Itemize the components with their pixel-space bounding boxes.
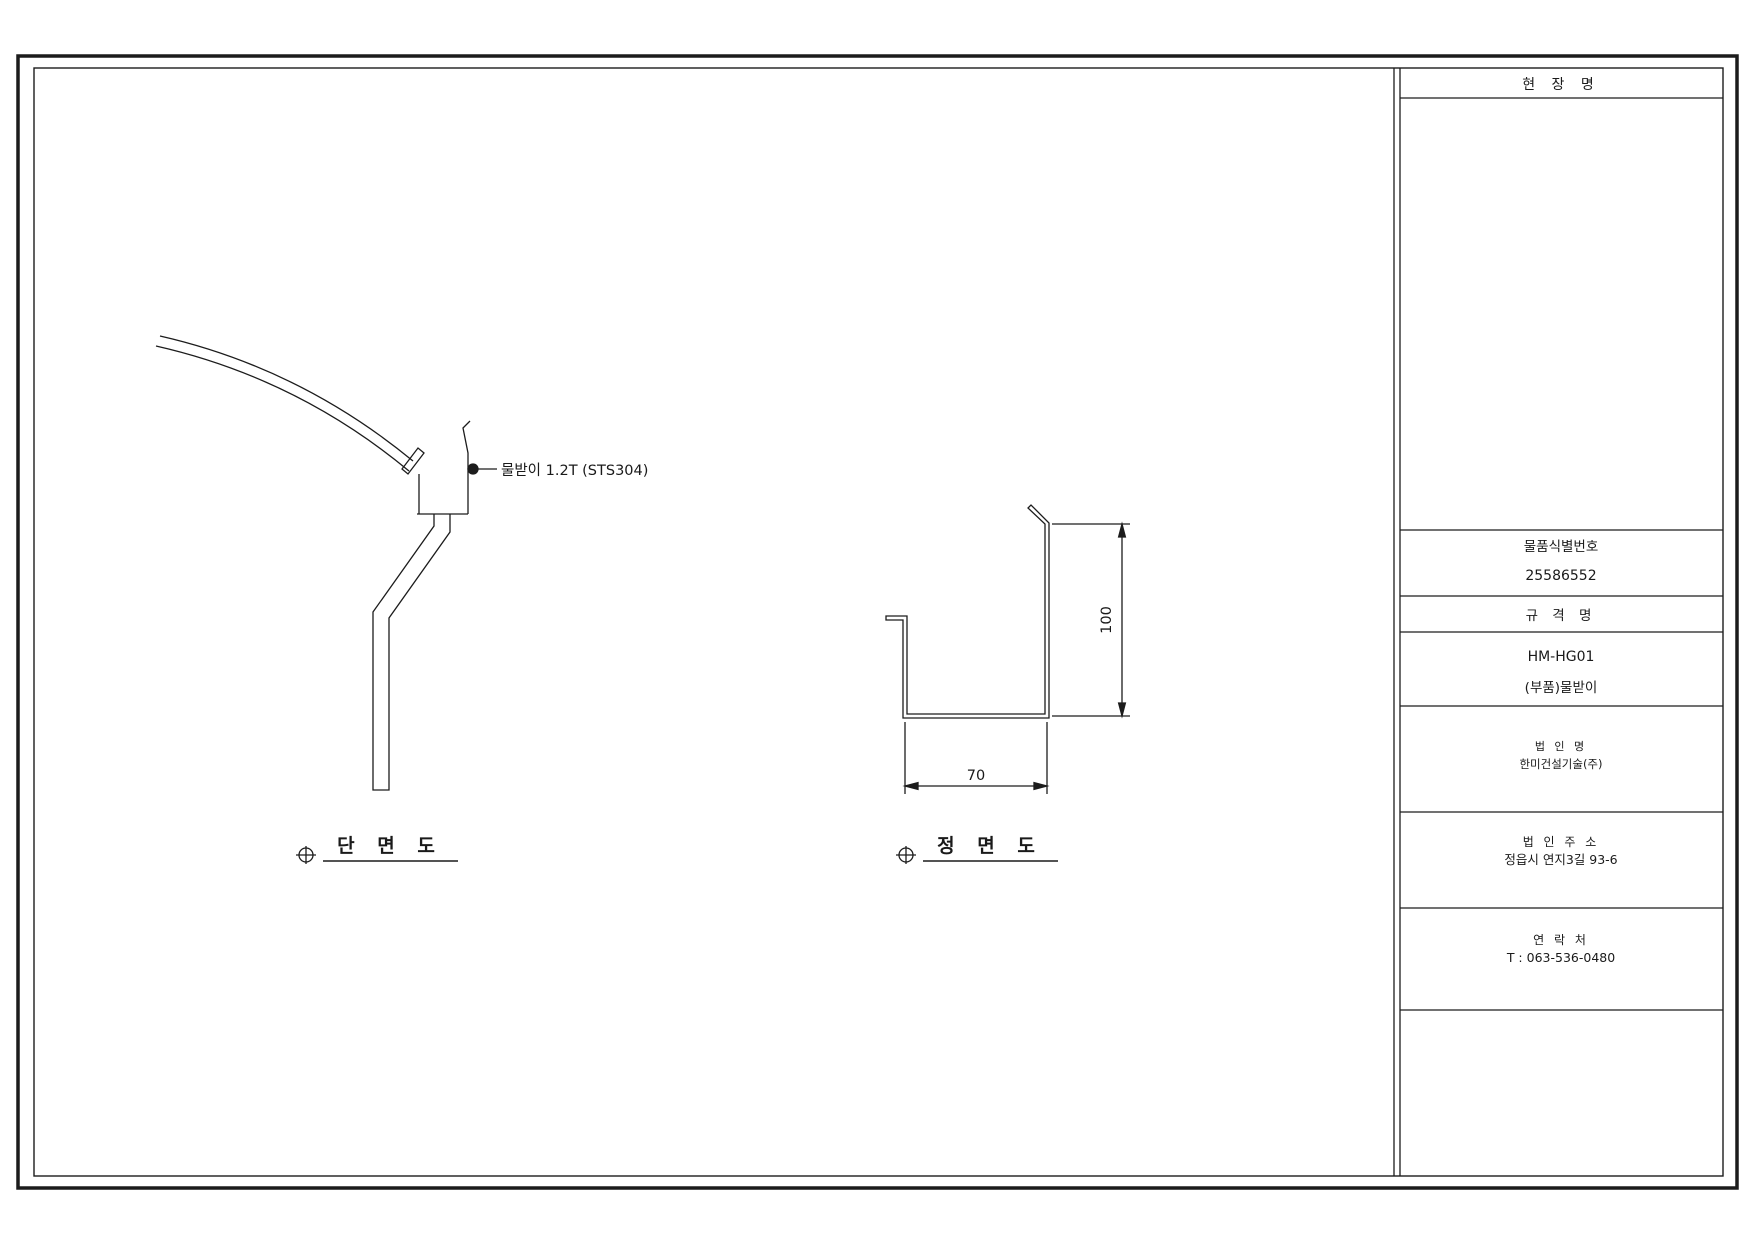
site-name-value-area bbox=[1400, 98, 1723, 530]
gutter-profile bbox=[417, 420, 471, 515]
contact-value: T : 063-536-0480 bbox=[1506, 950, 1615, 965]
sheet-inner-border bbox=[33, 67, 1724, 1177]
section-view-title: 단 면 도 bbox=[337, 835, 443, 857]
company-label: 법 인 명 bbox=[1535, 740, 1587, 753]
downpipe-profile bbox=[372, 514, 451, 791]
address-value: 정읍시 연지3길 93-6 bbox=[1504, 852, 1617, 867]
item-id-value: 25586552 bbox=[1525, 568, 1596, 584]
dim-width-arrow-left bbox=[902, 781, 919, 791]
dim-height-value: 100 bbox=[1099, 606, 1115, 634]
front-view-title: 정 면 도 bbox=[937, 835, 1043, 857]
dim-height-arrow-bottom bbox=[1117, 702, 1127, 719]
gutter-annotation: 물받이 1.2T (STS304) bbox=[501, 462, 648, 479]
company-value: 한미건설기술(주) bbox=[1519, 757, 1602, 771]
channel-profile bbox=[885, 504, 1050, 719]
sheet-outer-border bbox=[16, 54, 1739, 1190]
annotation-dot bbox=[467, 463, 479, 475]
roof-panel-end-cap bbox=[401, 447, 425, 475]
dim-height-arrow-top bbox=[1117, 521, 1127, 538]
spec-label: 규 격 명 bbox=[1526, 608, 1597, 624]
spec-value: HM-HG01 bbox=[1528, 649, 1595, 665]
roof-panel-outer-curve bbox=[159, 335, 414, 462]
dim-width-arrow-right bbox=[1033, 781, 1050, 791]
dim-width-value: 70 bbox=[967, 768, 985, 784]
site-name-label: 현 장 명 bbox=[1522, 77, 1600, 93]
address-label: 법 인 주 소 bbox=[1523, 835, 1600, 849]
contact-label: 연 락 처 bbox=[1533, 933, 1589, 947]
roof-panel-inner-curve bbox=[155, 345, 410, 472]
spec-part-name: (부품)물받이 bbox=[1525, 680, 1598, 696]
item-id-label: 물품식별번호 bbox=[1524, 539, 1599, 555]
